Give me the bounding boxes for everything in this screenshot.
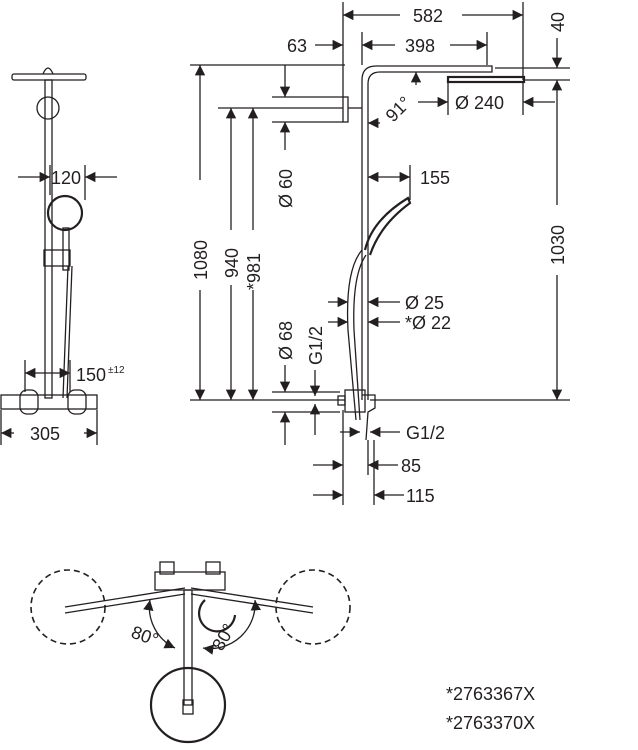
dim-thread-left: G1/2	[306, 326, 326, 365]
dim-1080: 1080	[191, 240, 211, 280]
dim-305: 305	[30, 424, 60, 444]
dim-dia-22: *Ø 22	[405, 313, 451, 333]
swivel-range-right	[275, 569, 351, 645]
dim-150-tolerance: ±12	[108, 365, 125, 376]
dim-940: 940	[222, 248, 242, 278]
dim-40: 40	[548, 12, 568, 32]
dim-dia-60: Ø 60	[276, 169, 296, 208]
thermostat-plan	[154, 571, 226, 591]
dim-dia-25: Ø 25	[405, 293, 444, 313]
footnote-2: *2763370X	[446, 713, 535, 733]
dim-981: *981	[244, 253, 264, 290]
dim-dia-240: Ø 240	[455, 93, 504, 113]
overhead-shower-side	[446, 75, 526, 84]
hose	[346, 249, 367, 421]
front-view: 120 150 ±12 305	[0, 67, 125, 445]
arm-plan	[183, 589, 193, 706]
angle-80-left: 80°	[129, 622, 161, 650]
dim-63: 63	[287, 36, 307, 56]
thermostat	[0, 394, 98, 410]
dim-angle-91: 91°	[382, 92, 415, 125]
dim-120: 120	[51, 168, 81, 188]
holder	[43, 249, 71, 267]
overhead-shower-plan	[149, 666, 227, 744]
dim-150: 150	[76, 365, 106, 385]
hand-shower-side	[363, 196, 412, 256]
shower-pipe	[44, 79, 53, 399]
side-view: 1080 940 *981 Ø 60 Ø 68 G1/2 582 63 398	[190, 2, 570, 506]
footnote-1: *2763367X	[446, 684, 535, 704]
dim-dia-68: Ø 68	[276, 321, 296, 360]
dim-thread-bottom: G1/2	[406, 423, 445, 443]
dim-398: 398	[405, 36, 435, 56]
shower-pipe-side	[361, 65, 493, 400]
dim-1030: 1030	[548, 225, 568, 265]
wall-bracket-side	[342, 96, 349, 123]
wall-bracket	[36, 96, 60, 120]
dim-155: 155	[420, 168, 450, 188]
hand-shower	[46, 194, 84, 232]
dim-582: 582	[413, 6, 443, 26]
dim-85: 85	[401, 456, 421, 476]
dim-115: 115	[406, 486, 435, 506]
overhead-shower	[11, 73, 87, 81]
plan-view: 80° 80°	[30, 561, 351, 744]
